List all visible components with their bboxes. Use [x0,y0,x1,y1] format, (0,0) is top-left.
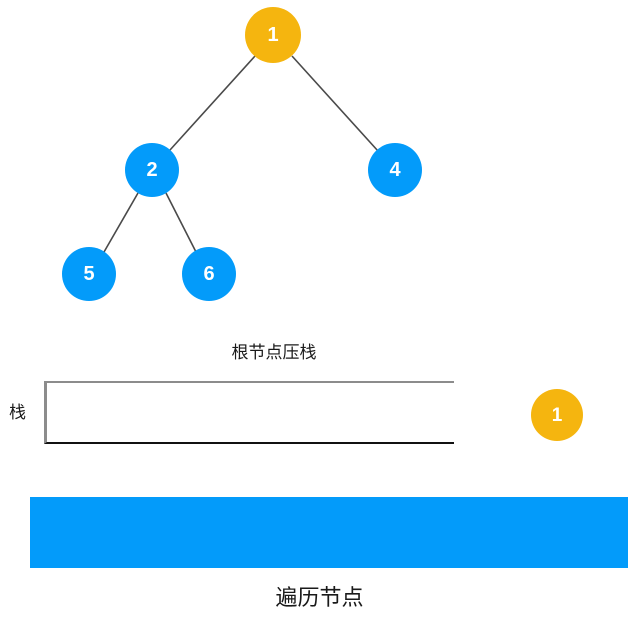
tree-node-6-label: 6 [203,263,215,285]
stack-container[interactable] [44,381,454,444]
tree-node-6[interactable]: 6 [182,247,236,301]
edge-node1-node4 [291,55,379,152]
tree-edges-layer [103,55,379,253]
tree-node-5-label: 5 [83,263,95,285]
stack-incoming-token[interactable]: 1 [531,389,583,441]
push-root-caption: 根节点压栈 [231,343,317,363]
edge-node2-node5 [103,192,139,253]
stack-incoming-token-label: 1 [551,404,563,426]
traverse-progress-bar [30,497,628,568]
stack-label: 栈 [9,403,26,423]
tree-node-1-label: 1 [267,24,279,46]
tree-node-2-label: 2 [146,159,158,181]
tree-node-2[interactable]: 2 [125,143,179,197]
traverse-caption: 遍历节点 [275,586,364,611]
tree-node-5[interactable]: 5 [62,247,116,301]
tree-node-4-label: 4 [389,159,401,181]
edge-node2-node6 [165,192,197,253]
edge-node1-node2 [169,55,256,151]
tree-node-1[interactable]: 1 [245,7,301,63]
tree-node-4[interactable]: 4 [368,143,422,197]
